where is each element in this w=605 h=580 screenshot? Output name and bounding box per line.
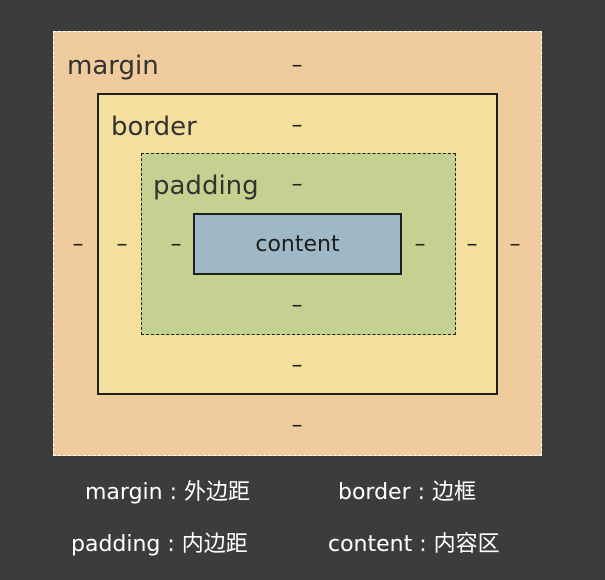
margin-bottom-value: – xyxy=(291,413,303,438)
border-label: border xyxy=(111,112,197,142)
padding-right-value: – xyxy=(414,232,426,257)
margin-label: margin xyxy=(67,51,159,81)
padding-label: padding xyxy=(153,171,259,201)
margin-left-value: – xyxy=(72,232,84,257)
border-right-value: – xyxy=(466,232,478,257)
content-label: content xyxy=(255,231,340,257)
margin-right-value: – xyxy=(509,232,521,257)
padding-left-value: – xyxy=(170,232,182,257)
content-layer: content xyxy=(193,213,402,275)
legend-margin: margin : 外边距 xyxy=(85,480,250,505)
padding-bottom-value: – xyxy=(291,293,303,318)
legend-content: content : 内容区 xyxy=(328,532,500,557)
border-left-value: – xyxy=(116,232,128,257)
padding-top-value: – xyxy=(291,172,303,197)
legend-padding: padding : 内边距 xyxy=(71,532,248,557)
border-bottom-value: – xyxy=(291,353,303,378)
margin-top-value: – xyxy=(291,53,303,78)
border-top-value: – xyxy=(291,113,303,138)
legend-border: border : 边框 xyxy=(338,480,477,505)
